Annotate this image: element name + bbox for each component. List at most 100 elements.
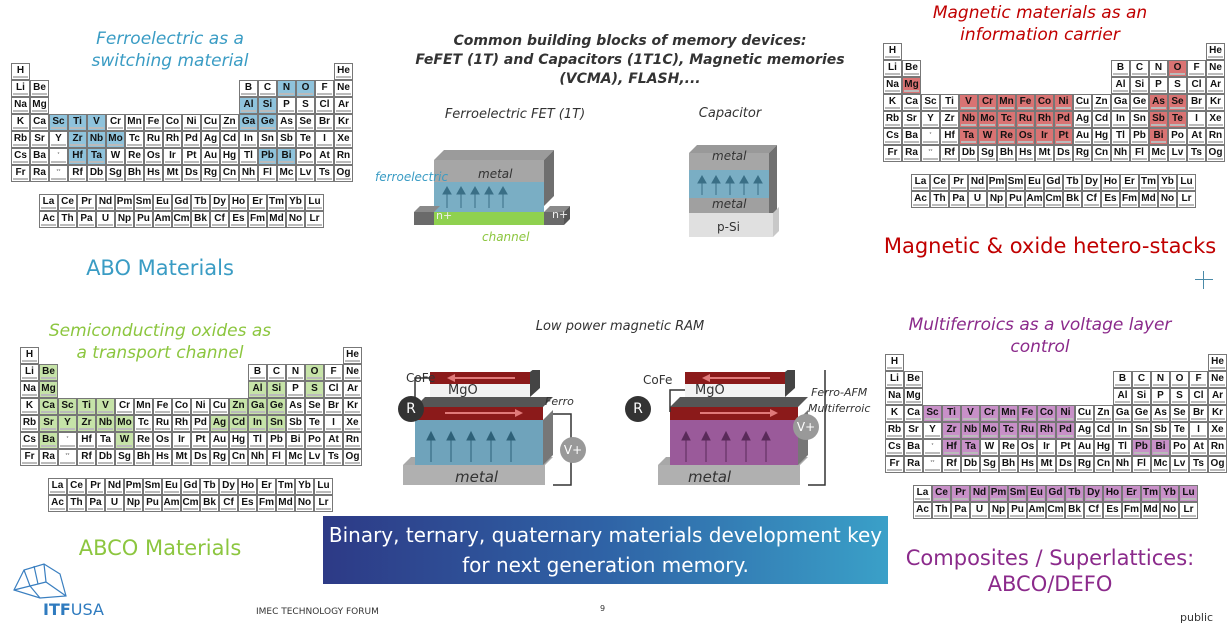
element-cell: Pa [951,502,970,519]
cell-detail [1208,107,1223,109]
cell-detail [1056,107,1071,109]
cell-detail [174,207,189,209]
element-cell: Bk [1065,502,1084,519]
cell-detail [1210,469,1225,471]
element-cell: Rf [68,165,87,182]
cell-detail [913,187,928,189]
element-cell: Si [1132,388,1151,405]
cell-detail [336,93,351,95]
cell-detail [1189,73,1204,75]
element-cell: Rn [343,432,362,449]
cell-detail [1115,469,1130,471]
element-cell: Mc [286,449,305,466]
cell-detail [1210,435,1225,437]
element-cell: Ra [39,449,58,466]
element-cell: K [11,114,30,131]
cell-detail [89,144,104,146]
cell-detail [146,178,161,180]
element-cell: Ra [902,145,921,162]
element-cell: Te [296,131,315,148]
element-cell: Rg [201,165,220,182]
key-message-banner: Binary, ternary, quaternary materials de… [323,516,888,584]
element-cell: Tc [125,131,144,148]
cell-detail [22,377,37,379]
element-cell: U [970,502,989,519]
cell-detail [1189,124,1204,126]
element-cell: Ge [1130,94,1149,111]
cell-detail [1162,515,1177,517]
cell-detail [41,207,56,209]
cell-detail [345,377,360,379]
resistor-label: R [406,401,416,417]
element-cell: Pm [987,174,1006,191]
element-cell: Mc [1149,145,1168,162]
element-cell: S [305,381,324,398]
cell-detail [915,498,930,500]
cell-detail [1086,515,1101,517]
element-cell: K [885,405,904,422]
cell-detail [32,178,47,180]
voltage-icon: V+ [793,414,819,440]
element-cell: Tb [1065,485,1084,502]
element-cell: Tb [191,194,210,211]
element-cell: La [48,478,67,495]
element-cell: Gd [1044,174,1063,191]
cell-detail [184,161,199,163]
element-cell: Zr [940,111,959,128]
nplus-right [544,212,564,225]
cell-detail [904,124,919,126]
cell-detail [13,161,28,163]
cell-detail [117,411,132,413]
element-cell: Am [162,495,181,512]
cell-detail [183,491,198,493]
title-line: Ferroelectric as a [96,29,244,49]
element-cell: Zn [1092,94,1111,111]
cell-detail [1191,469,1206,471]
mram-multiferroic-diagram [658,370,826,486]
ferroelectric-layer [689,170,769,198]
element-cell: Mt [1035,145,1054,162]
element-cell: Br [1187,94,1206,111]
element-cell: Li [885,371,904,388]
cell-detail [1105,498,1120,500]
element-cell: Ds [1056,456,1075,473]
element-cell: Cu [201,114,220,131]
element-cell: Se [1168,94,1187,111]
element-cell: I [315,131,334,148]
capacitor-metal-top: metal [712,149,747,163]
heading-line: FeFET (1T) and Capacitors (1T1C), Magnet… [415,52,845,68]
cell-detail [231,462,246,464]
element-cell: Nd [968,174,987,191]
cell-detail [1208,56,1223,58]
cell-detail [1170,73,1185,75]
mgo-label: MgO [695,383,725,398]
element-cell: Og [334,165,353,182]
element-cell: He [1208,354,1227,371]
element-cell: Db [959,145,978,162]
element-cell: Rn [334,148,353,165]
cell-detail [193,428,208,430]
cell-detail [887,469,902,471]
element-cell: No [1158,191,1177,208]
cell-detail [326,377,341,379]
cell-detail [1067,515,1082,517]
element-cell: P [1151,388,1170,405]
element-cell: Xe [334,131,353,148]
cell-detail [164,508,179,510]
element-cell: Eu [1025,174,1044,191]
cell-detail [1096,435,1111,437]
cell-detail [1048,498,1063,500]
element-cell: Ds [182,165,201,182]
cell-detail [183,508,198,510]
element-cell: Ge [1132,405,1151,422]
element-cell: Bk [200,495,219,512]
cell-detail [241,178,256,180]
cell-detail [1020,452,1035,454]
cell-detail [79,462,94,464]
cell-detail [925,435,940,437]
cell-detail [126,508,141,510]
cell-detail [923,124,938,126]
cell-detail [989,187,1004,189]
element-cell: Tb [1063,174,1082,191]
element-cell: U [968,191,987,208]
